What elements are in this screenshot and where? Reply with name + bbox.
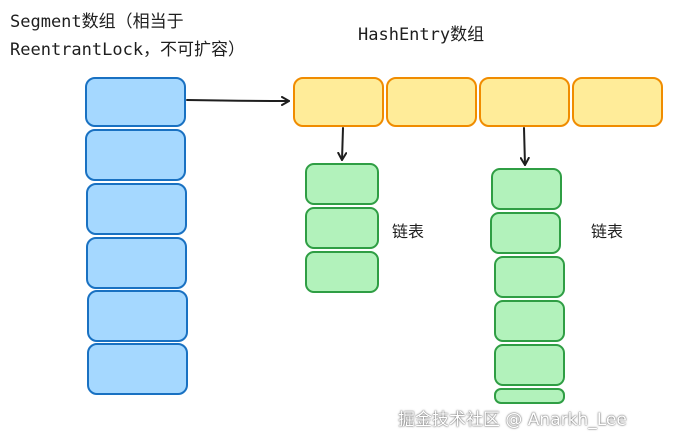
segment-cell: [85, 129, 186, 181]
hashentry-cell: [479, 77, 570, 127]
hashentry-cell: [386, 77, 477, 127]
segment-cell: [86, 237, 187, 289]
segment-cell: [87, 290, 188, 342]
linked-list-1: [305, 163, 379, 293]
arrow-hashentry-to-chain-2: [519, 127, 530, 166]
linked-list-2-label: 链表: [591, 222, 624, 241]
chain-node: [305, 251, 379, 293]
arrow-segment-to-hashentry: [186, 95, 290, 106]
segment-array: [85, 77, 188, 395]
segment-cell: [87, 343, 188, 395]
chain-node: [494, 300, 565, 342]
watermark-text: 掘金技术社区 @ Anarkh_Lee: [398, 410, 627, 430]
segment-title-line-1: Segment数组（相当于: [10, 12, 184, 32]
chain-node: [494, 388, 565, 404]
hashentry-array-title: HashEntry数组: [358, 25, 485, 45]
hashentry-cell: [293, 77, 384, 127]
chain-node: [494, 344, 565, 386]
segment-title-line-2: ReentrantLock，不可扩容）: [10, 40, 246, 60]
linked-list-1-label: 链表: [392, 222, 425, 241]
chain-node: [491, 168, 562, 210]
chain-node: [494, 256, 565, 298]
hashentry-cell: [572, 77, 663, 127]
chain-node: [490, 212, 561, 254]
chain-node: [305, 207, 379, 249]
segment-cell: [85, 77, 186, 127]
arrow-hashentry-to-chain-1: [337, 127, 348, 161]
linked-list-2: [490, 168, 565, 404]
hashentry-array: [293, 77, 663, 127]
segment-array-title: Segment数组（相当于 ReentrantLock，不可扩容）: [10, 8, 245, 64]
chain-node: [305, 163, 379, 205]
segment-cell: [86, 183, 187, 235]
